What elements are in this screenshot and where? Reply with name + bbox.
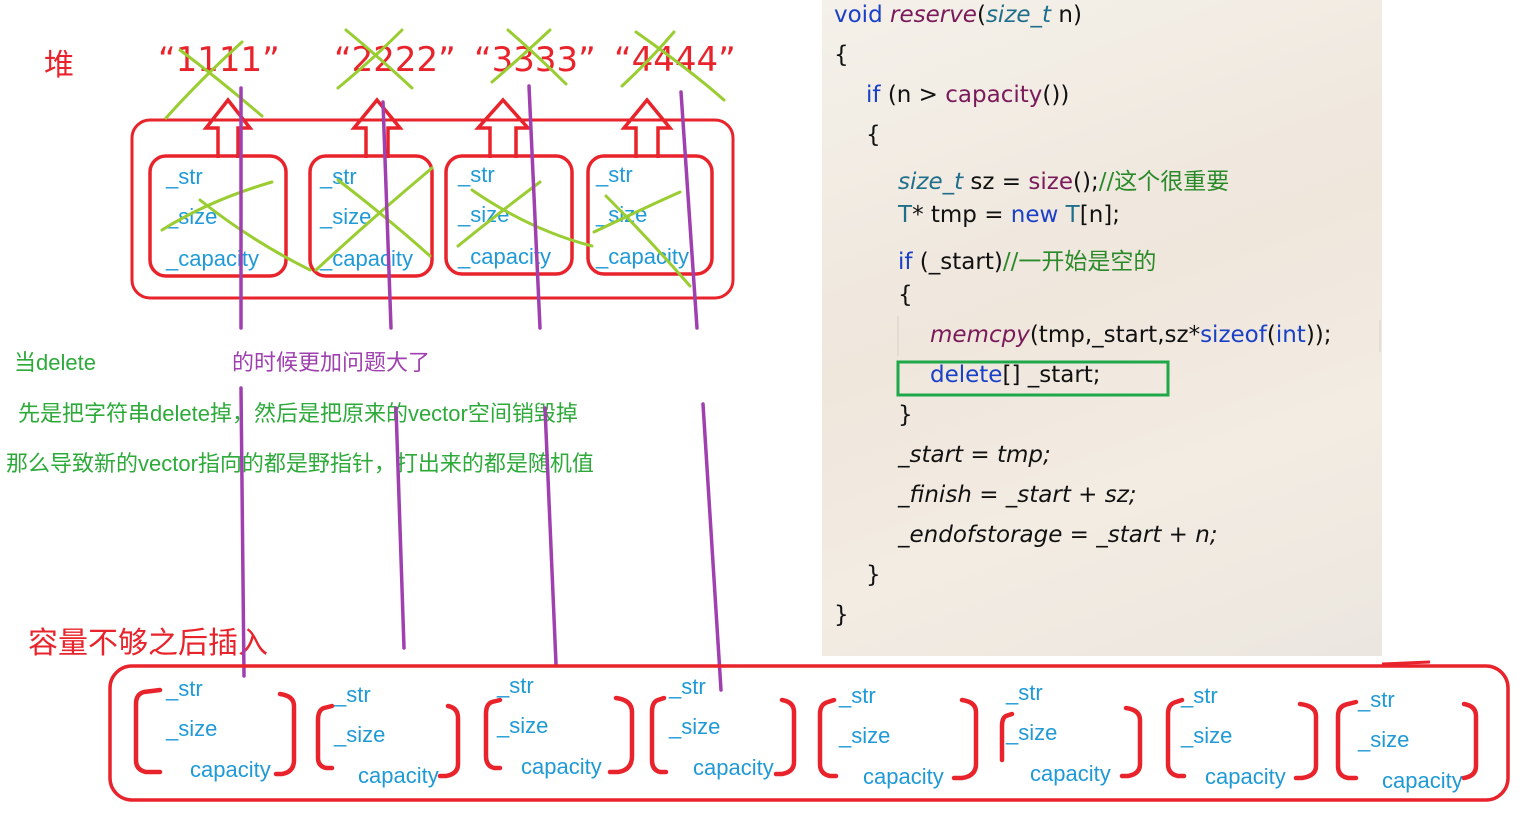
code-line-6: T* tmp = new T[n]; <box>898 202 1120 228</box>
dangling-pointer-lines <box>239 84 723 692</box>
new-elem-8-capacity: capacity <box>1382 768 1463 793</box>
note-line1-b: 的时候更加问题大了 <box>232 350 431 375</box>
new-elem-8-str: _str <box>1358 687 1395 712</box>
pointer-arrows <box>202 97 674 158</box>
cross-2b <box>344 28 414 90</box>
new-elem-3-capacity: capacity <box>521 754 602 779</box>
code-line-4: { <box>866 122 881 148</box>
new-elem-5-str: _str <box>839 683 876 708</box>
code-line-12: _start = tmp; <box>898 442 1051 468</box>
new-vector-box-tick <box>1381 660 1431 666</box>
cross-out-marks <box>160 28 726 288</box>
cross-4b <box>634 30 726 102</box>
new-elem-4-capacity: capacity <box>693 755 774 780</box>
old-elem-1-str: _str <box>166 164 203 189</box>
new-element-brackets <box>133 687 1479 781</box>
new-elem-6-size: _size <box>1006 720 1058 745</box>
new-elem-8-size: _size <box>1358 727 1410 752</box>
old-elem-4-capacity: _capacity <box>596 244 689 269</box>
cross-8a <box>592 190 682 234</box>
heap-label: 堆 <box>44 48 74 83</box>
new-elem-7-size: _size <box>1181 723 1233 748</box>
note-line2: 先是把字符串delete掉，然后是把原来的vector空间销毁掉 <box>18 401 578 426</box>
old-elem-3-size: _size <box>458 202 510 227</box>
cross-3b <box>506 28 568 86</box>
cross-5a <box>160 180 274 232</box>
code-line-8: { <box>898 282 913 308</box>
arrow-3 <box>474 97 532 158</box>
arrow-1 <box>202 97 254 158</box>
insert-title: 容量不够之后插入 <box>28 626 268 661</box>
new-elem-7-capacity: capacity <box>1205 764 1286 789</box>
cross-7a <box>456 180 542 248</box>
heap-string-3: “3333” <box>474 40 596 80</box>
new-elem-7-str: _str <box>1181 683 1218 708</box>
new-elem-3-str: _str <box>497 673 534 698</box>
cross-4a <box>620 30 676 88</box>
new-elem-6-capacity: capacity <box>1030 761 1111 786</box>
new-elem-4-size: _size <box>669 714 721 739</box>
code-line-9: memcpy(tmp,_start,sz*sizeof(int)); <box>930 322 1332 348</box>
cross-6a <box>314 166 434 272</box>
code-line-13: _finish = _start + sz; <box>898 482 1137 508</box>
cross-8b <box>604 194 692 288</box>
new-elem-1-capacity: capacity <box>190 757 271 782</box>
old-elem-3-str: _str <box>458 162 495 187</box>
arrow-4 <box>620 97 674 158</box>
cross-1a <box>164 40 244 120</box>
old-elem-2-box <box>308 154 434 278</box>
old-elem-4-box <box>586 154 714 276</box>
code-line-16: } <box>834 602 849 628</box>
code-line-15: } <box>866 562 881 588</box>
cross-5b <box>198 198 312 272</box>
new-elem-3-size: _size <box>497 713 549 738</box>
code-line-2: { <box>834 42 849 68</box>
new-elem-2-size: _size <box>334 722 386 747</box>
cross-2a <box>336 28 404 90</box>
code-line-1: void reserve(size_t n) <box>834 2 1082 28</box>
cross-1b <box>178 48 264 118</box>
old-elem-2-str: _str <box>320 164 357 189</box>
new-elem-2-str: _str <box>334 682 371 707</box>
code-line-11: } <box>898 402 913 428</box>
code-line-5: size_t sz = size();//这个很重要 <box>898 169 1230 195</box>
cross-3a <box>490 28 552 84</box>
old-elem-3-box <box>444 154 574 276</box>
code-background <box>822 0 1382 656</box>
heap-string-1: “1111” <box>158 40 280 80</box>
code-line-3: if (n > capacity()) <box>866 82 1070 108</box>
new-elem-5-size: _size <box>839 723 891 748</box>
arrow-2 <box>350 97 404 158</box>
new-elem-6-str: _str <box>1006 680 1043 705</box>
cross-7b <box>470 188 594 248</box>
new-elem-4-str: _str <box>669 674 706 699</box>
new-elem-1-size: _size <box>166 716 218 741</box>
old-elem-1-box <box>148 154 288 278</box>
old-elem-1-capacity: _capacity <box>166 246 259 271</box>
code-line-7: if (_start)//一开始是空的 <box>898 249 1157 275</box>
old-elem-4-str: _str <box>596 162 633 187</box>
code-indent-guides <box>897 316 1381 356</box>
cross-6b <box>336 178 432 258</box>
old-elem-2-size: _size <box>320 204 372 229</box>
new-elem-2-capacity: capacity <box>358 763 439 788</box>
old-elem-4-size: _size <box>596 202 648 227</box>
code-line-14: _endofstorage = _start + n; <box>898 522 1218 548</box>
old-vector-box <box>130 118 735 300</box>
note-line3: 那么导致新的vector指向的都是野指针，打出来的都是随机值 <box>6 451 594 476</box>
code-line-10: delete[] _start; <box>930 362 1101 388</box>
delete-highlight-box <box>896 360 1170 397</box>
new-vector-box <box>108 664 1510 802</box>
new-elem-1-str: _str <box>166 676 203 701</box>
new-elem-5-capacity: capacity <box>863 764 944 789</box>
note-line1-a: 当delete <box>14 350 96 375</box>
